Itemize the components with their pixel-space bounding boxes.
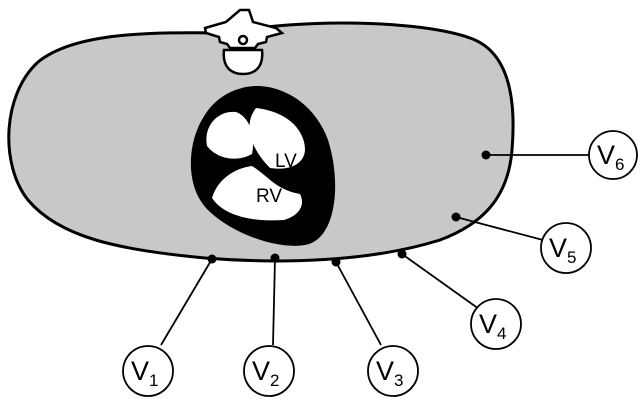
lead-v6: V6 (481, 130, 638, 180)
right-ventricle-chamber (212, 166, 303, 221)
lead-number: 3 (394, 371, 403, 390)
lead-circle-v2 (243, 345, 295, 397)
lead-letter: V (549, 233, 567, 263)
lead-number: 1 (149, 371, 158, 390)
svg-text:V2: V2 (252, 356, 279, 390)
lead-letter: V (597, 140, 615, 170)
svg-text:V6: V6 (597, 140, 624, 174)
lead-number: 6 (615, 155, 624, 174)
svg-text:V1: V1 (131, 356, 158, 390)
lead-letter: V (376, 356, 394, 386)
lead-v5: V5 (451, 212, 592, 274)
lead-circle-v1 (122, 345, 174, 397)
rv-label: RV (256, 186, 282, 207)
lead-circle-v3 (367, 345, 419, 397)
svg-text:V3: V3 (376, 356, 403, 390)
lead-v2: V2 (243, 253, 295, 397)
lead-v1: V1 (122, 254, 217, 397)
electrode-v4 (397, 249, 407, 259)
svg-text:V4: V4 (479, 309, 506, 343)
lead-number: 2 (270, 371, 279, 390)
lead-v3: V3 (331, 257, 419, 397)
right-atrium-chamber (206, 111, 254, 159)
electrode-v6 (481, 150, 491, 160)
lead-number: 4 (497, 324, 506, 343)
lead-number: 5 (567, 248, 576, 267)
left-ventricle-chamber (249, 108, 305, 169)
electrode-v3 (331, 257, 341, 267)
lead-v4: V4 (397, 249, 522, 350)
lead-letter: V (252, 356, 270, 386)
lv-label: LV (275, 151, 297, 172)
electrode-v5 (451, 212, 461, 222)
vertebra-icon (203, 8, 285, 76)
lead-letter: V (479, 309, 497, 339)
electrode-v2 (270, 253, 280, 263)
heart-icon: LV RV (190, 86, 336, 246)
electrode-v1 (207, 254, 217, 264)
lead-circle-v5 (540, 222, 592, 274)
lead-letter: V (131, 356, 149, 386)
lead-circle-v4 (470, 298, 522, 350)
svg-text:V5: V5 (549, 233, 576, 267)
lead-circle-v6 (588, 130, 638, 180)
